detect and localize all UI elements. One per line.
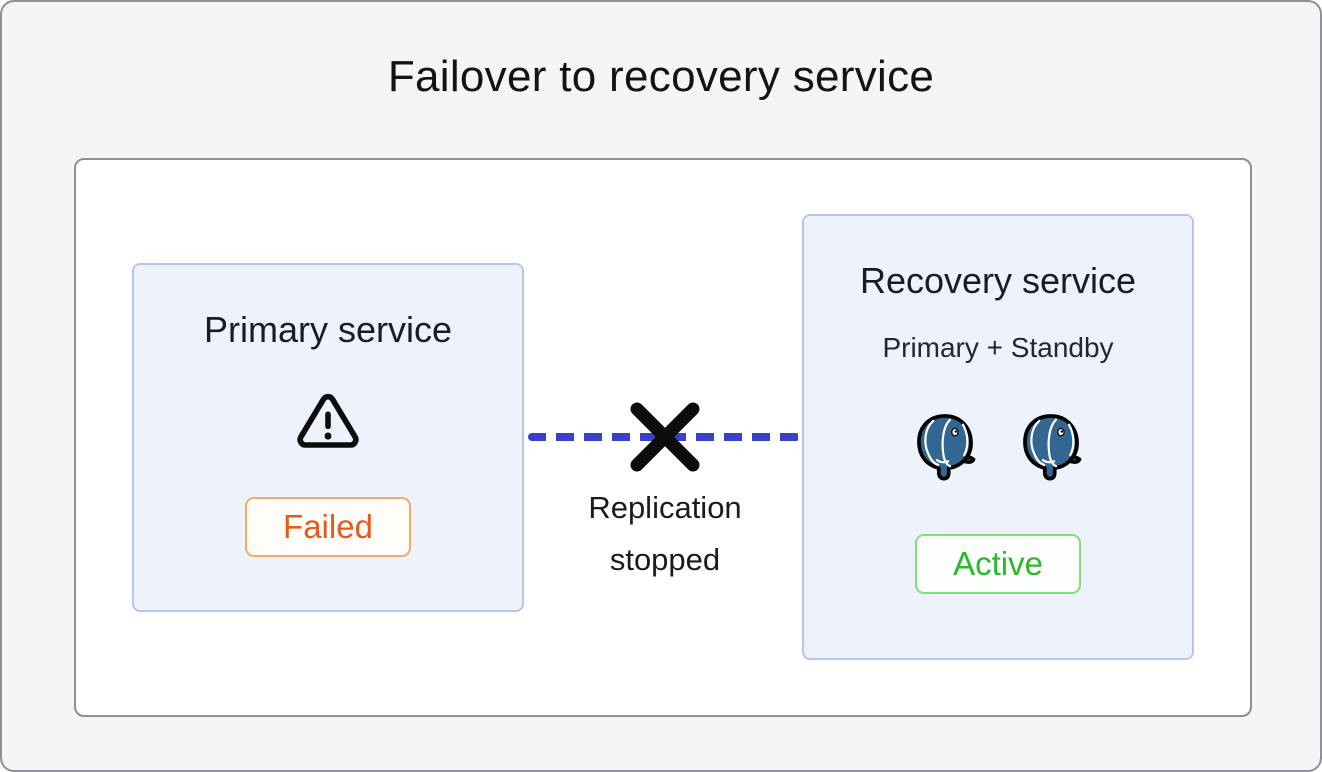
primary-service-box: Primary service Failed (132, 263, 524, 612)
failed-status-badge: Failed (245, 497, 411, 557)
postgres-instances-row (914, 410, 1082, 484)
warning-triangle-icon (293, 389, 363, 453)
recovery-service-title: Recovery service (859, 260, 1137, 301)
replication-stopped-label: Replication stopped (545, 482, 785, 586)
diagram-title: Failover to recovery service (387, 52, 935, 101)
recovery-service-box: Recovery service Primary + Standby (802, 214, 1194, 660)
primary-service-title: Primary service (203, 309, 453, 350)
active-status-badge: Active (915, 534, 1081, 594)
x-mark-icon (623, 395, 707, 479)
recovery-service-subtitle: Primary + Standby (882, 332, 1114, 363)
postgres-elephant-icon (1020, 410, 1082, 484)
postgres-elephant-icon (914, 410, 976, 484)
replication-label-line2: stopped (609, 542, 721, 577)
replication-label-line1: Replication (588, 490, 742, 525)
